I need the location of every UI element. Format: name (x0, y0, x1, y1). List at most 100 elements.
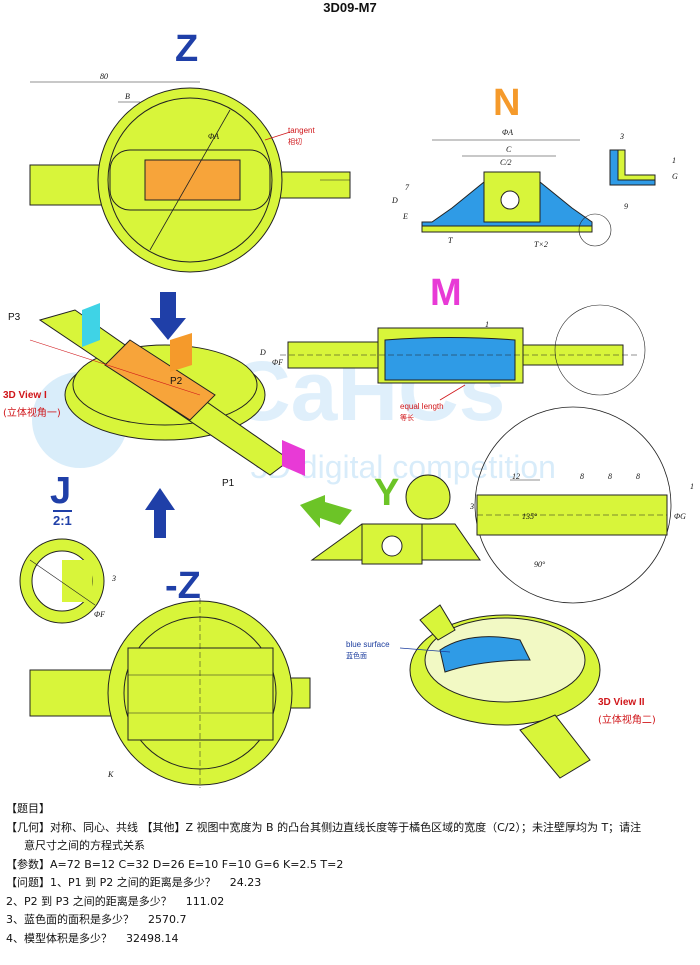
text-geometry-cont: 意尺寸之间的方程式关系 (24, 839, 145, 852)
view-pipe-detail (474, 406, 672, 604)
iso1-p3-line (29, 339, 201, 396)
dim-phi-f-m: ΦF (272, 358, 283, 367)
question-3: 3、蓝色面的面积是多少？2570.7 (6, 911, 696, 930)
dim-d-m: D (260, 348, 266, 357)
answer-2: 111.02 (185, 894, 225, 908)
view-y (310, 474, 481, 565)
dim-1-detail: 1 (690, 482, 694, 491)
m-blue-cavity (384, 337, 516, 381)
dim-phi-a-z: ΦA (208, 132, 219, 141)
view-label-y: Y (374, 472, 400, 514)
question-1: 【问题】1、P1 到 P2 之间的距离是多少？ 24.23 (6, 874, 696, 893)
view-label-m: M (430, 272, 462, 314)
view-neg-z (29, 598, 311, 788)
dim-3-n: 3 (620, 132, 624, 141)
point-p3: P3 (8, 312, 21, 323)
dim-7: 7 (405, 183, 409, 192)
drawing-canvas: CaHCs 3D digital competition (19, 81, 672, 788)
label-3d-view-2-cn: (立体视角二) (598, 715, 656, 726)
iso2-pipe-front (519, 714, 591, 779)
view-label-n: N (493, 82, 521, 124)
dim-b: B (125, 92, 130, 101)
z-pipe-right (269, 171, 351, 199)
z-diameter-line (149, 109, 231, 251)
dim-1-m: 1 (485, 320, 489, 329)
marker-z-arrow (150, 292, 186, 340)
dim-3-j: 3 (112, 574, 116, 583)
label-3d-view-1: 3D View I (3, 390, 47, 401)
j-dim-line (29, 559, 96, 606)
marker-y-arrow (300, 495, 352, 528)
view-n (421, 139, 656, 247)
dim-8-b: 8 (608, 472, 612, 481)
m-detail-circle (554, 304, 646, 396)
marker-m-flag (282, 440, 305, 476)
point-p1: P1 (222, 478, 235, 489)
marker-neg-z-arrow (145, 488, 175, 538)
label-3d-view-1-cn: (立体视角一) (3, 408, 61, 419)
question-4-text: 4、模型体积是多少？ (6, 931, 112, 945)
marker-n-flag (170, 333, 192, 372)
dim-d-n: D (392, 196, 398, 205)
view-j-scale: 2:1 (53, 510, 72, 528)
question-1-text: 【问题】1、P1 到 P2 之间的距离是多少？ (6, 876, 216, 889)
dim-t-n: T (448, 236, 453, 245)
n-detail-wall (617, 149, 656, 181)
dim-c: C (506, 145, 512, 154)
answer-4: 32498.14 (126, 931, 179, 945)
m-equal-length-leader (439, 384, 466, 401)
drawing-title: 3D09-M7 (323, 0, 377, 15)
dim-8-a: 8 (580, 472, 584, 481)
dim-g-n: G (672, 172, 678, 181)
dim-phi-f-j: ΦF (94, 610, 105, 619)
answer-1: 24.23 (229, 876, 262, 889)
dim-8-c: 8 (636, 472, 640, 481)
marker-j-flag (82, 303, 100, 347)
z-orange-region (144, 159, 241, 201)
dim-c-half: C/2 (500, 158, 512, 167)
annotation-tangent-cn: 相切 (288, 139, 302, 146)
question-4: 4、模型体积是多少？ 32498.14 (6, 930, 696, 949)
dim-12: 12 (512, 472, 520, 481)
question-2: 2、P2 到 P3 之间的距离是多少？ 111.02 (6, 893, 696, 912)
view-3d-1 (29, 309, 291, 476)
j-section (62, 560, 92, 602)
dim-3-detail: 3 (470, 502, 474, 511)
view-m (280, 304, 646, 401)
n-detail-circle (578, 213, 612, 247)
y-detail-circle (405, 474, 451, 520)
answer-3: 2570.7 (148, 913, 187, 926)
iso2-blue-leader (399, 647, 451, 653)
question-2-text: 2、P2 到 P3 之间的距离是多少？ (6, 894, 172, 908)
drawing-sheet: 3D09-M7 CaHCs 3D digital competition (3, 0, 694, 788)
annotation-tangent: tangent (288, 126, 315, 135)
view-z (29, 81, 351, 273)
dim-80: 80 (100, 72, 108, 81)
dim-phi-g: ΦG (674, 512, 686, 521)
iso1-view-markers (82, 292, 352, 538)
view-j (19, 538, 105, 624)
annotation-blue-surface: blue surface (346, 640, 390, 649)
annotation-equal-length-cn: 等长 (400, 415, 414, 422)
problem-text: 【题目】 【几何】对称、同心、共线 【其他】Z 视图中宽度为 B 的凸台其侧边直… (6, 800, 696, 948)
text-geometry: 【几何】对称、同心、共线 【其他】Z 视图中宽度为 B 的凸台其侧边直线长度等于… (6, 820, 642, 834)
iso2-pipe-back (419, 604, 456, 641)
view-label-z: Z (175, 28, 199, 70)
view-3d-2 (399, 604, 601, 779)
view-label-j: J (50, 470, 72, 512)
iso2-blue-surface (439, 636, 531, 673)
view-label-neg-z: -Z (165, 565, 201, 607)
n-center-hole (500, 190, 520, 210)
point-p2: P2 (170, 376, 183, 387)
n-base-flange (421, 225, 593, 233)
y-hole (381, 535, 403, 557)
annotation-equal-length: equal length (400, 402, 444, 411)
text-params: 【参数】A=72 B=12 C=32 D=26 E=10 F=10 G=6 K=… (6, 857, 344, 871)
dim-1-n: 1 (672, 156, 676, 165)
dim-k: K (108, 770, 114, 779)
z-tangent-leader (264, 131, 291, 141)
detail-circle (474, 406, 672, 604)
dim-e: E (403, 212, 408, 221)
nz-boss (127, 647, 274, 741)
dim-135: 135° (522, 512, 538, 521)
